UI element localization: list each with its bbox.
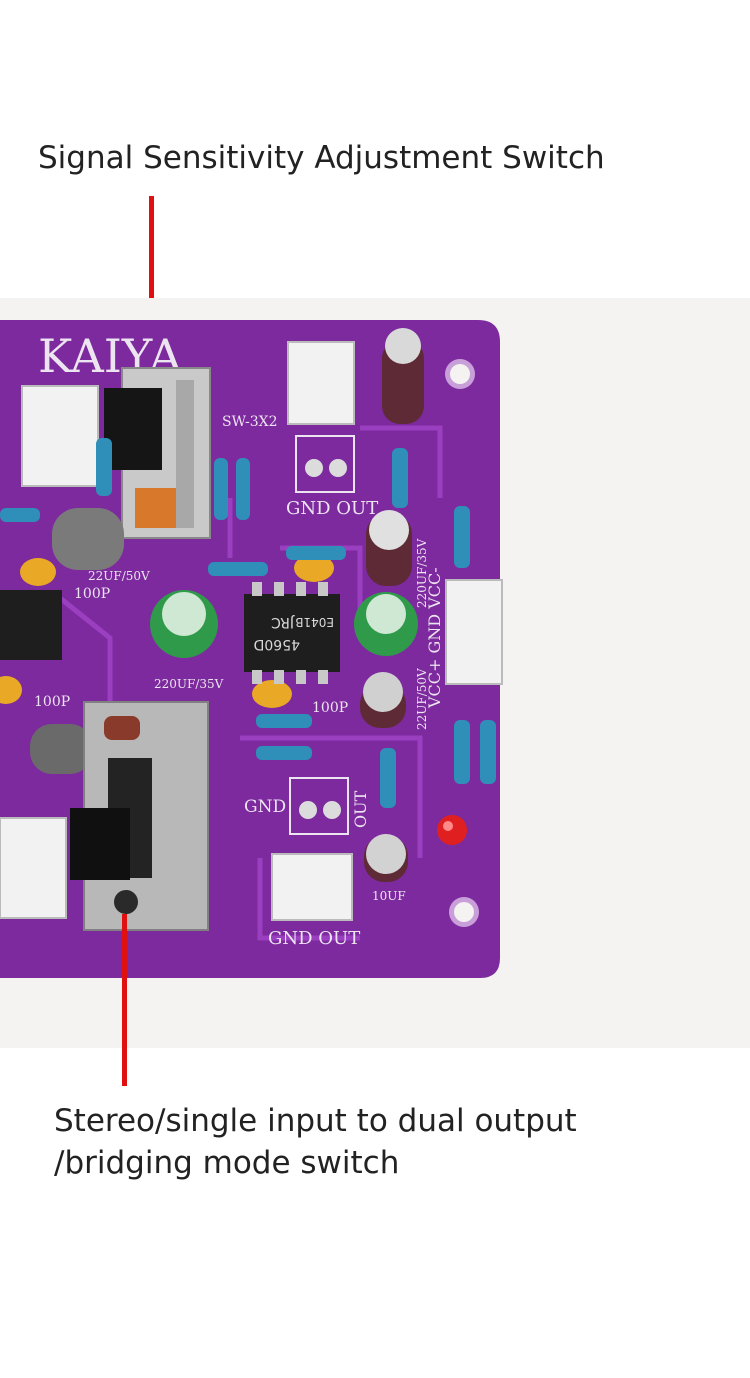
bottom-pointer-line <box>122 914 127 1086</box>
mounting-holes <box>445 359 479 927</box>
output-pad-outline <box>295 435 355 493</box>
red-led <box>437 815 467 845</box>
sensitivity-switch[interactable] <box>104 367 211 539</box>
gnd-out-label-bottom: GND OUT <box>268 928 360 949</box>
opamp-chip-left <box>0 590 62 660</box>
led-highlight <box>443 821 453 831</box>
mode-switch[interactable] <box>70 701 209 931</box>
cap-22uf-left-label: 22UF/50V <box>88 569 150 583</box>
bottom-label-line1: Stereo/single input to dual output <box>54 1103 577 1139</box>
electrolytic-capacitors <box>30 328 424 882</box>
bottom-label-line2: /bridging mode switch <box>54 1145 400 1181</box>
output-pad <box>299 801 317 819</box>
cap-220uf-left-label: 220UF/35V <box>154 677 224 691</box>
output-pad <box>329 459 347 477</box>
connectors <box>0 341 503 921</box>
output-pad <box>305 459 323 477</box>
pcb-photo: KAIYA SW-3X2 GND OUT GND OUT GND OUT V <box>0 298 750 1048</box>
output-pad-outline <box>289 777 349 835</box>
top-annotation-label: Signal Sensitivity Adjustment Switch <box>38 140 605 176</box>
top-pointer-line <box>149 196 154 390</box>
power-label: VCC+ GND VCC- <box>425 567 444 709</box>
chip-code-label: E041B <box>295 615 334 629</box>
chip-maker-label: JRC <box>271 614 295 630</box>
out-label: OUT <box>351 790 370 828</box>
cap-100p-label: 100P <box>312 700 348 716</box>
gnd-label: GND <box>244 797 286 817</box>
chip-model-label: 4560D <box>254 636 300 652</box>
switch-marking: SW-3X2 <box>222 414 277 430</box>
cap-100p-label: 100P <box>34 694 70 710</box>
cap-100p-label: 100P <box>74 586 110 602</box>
cap-220uf-right-label: 220UF/35V <box>415 538 429 608</box>
resistors <box>0 438 496 808</box>
cap-10uf-label: 10UF <box>372 889 406 903</box>
cap-22uf-right-label: 22UF/50V <box>415 668 429 730</box>
pcb-board-illustration: KAIYA SW-3X2 GND OUT GND OUT GND OUT V <box>0 320 503 978</box>
ceramic-capacitors <box>0 554 334 708</box>
bottom-annotation-label: Stereo/single input to dual output/bridg… <box>54 1100 694 1184</box>
opamp-chip: 4560D JRC E041B <box>244 582 340 684</box>
gnd-out-label-top: GND OUT <box>286 498 378 519</box>
output-pad <box>323 801 341 819</box>
